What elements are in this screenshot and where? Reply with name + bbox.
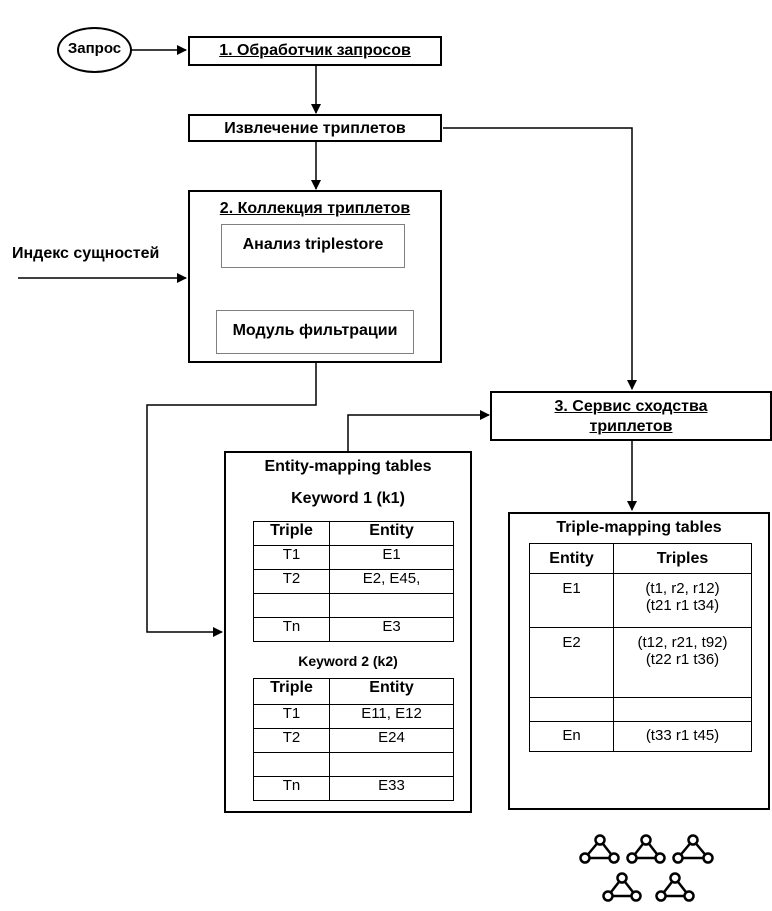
- table-row: T1 E11, E12: [253, 704, 454, 729]
- header-triples: Triples: [613, 543, 752, 574]
- triangle-graph-icon: [655, 872, 695, 902]
- entity-index-label: Индекс сущностей: [12, 245, 160, 262]
- cell-entity: [329, 752, 454, 777]
- filter-module-box: Модуль фильтрации: [216, 310, 414, 354]
- header-triple: Triple: [253, 678, 330, 705]
- triplestore-analysis-label: Анализ triplestore: [242, 236, 384, 253]
- table-row: [529, 697, 752, 722]
- table-row: T1 E1: [253, 545, 454, 570]
- triple-mapping-table: Entity Triples E1 (t1, r2, r12) (t21 r1 …: [529, 543, 752, 752]
- triple-line: (t21 r1 t34): [645, 597, 720, 614]
- cell-triples: (t33 r1 t45): [613, 721, 752, 752]
- cell-triple: [253, 752, 330, 777]
- cell-entity: E2, E45,: [329, 569, 454, 594]
- triple-line: (t12, r21, t92): [637, 634, 728, 651]
- triangle-graph-icon: [672, 834, 714, 864]
- triplet-collection-title: 2. Коллекция триплетов: [219, 200, 411, 217]
- header-triple: Triple: [253, 521, 330, 546]
- cell-entity: E1: [329, 545, 454, 570]
- table-row: Tn E33: [253, 776, 454, 801]
- keyword1-label: Keyword 1 (k1): [291, 490, 405, 507]
- table-row: [253, 593, 454, 618]
- entity-mapping-table-2: Triple Entity T1 E11, E12 T2 E24 Tn E33: [253, 678, 454, 801]
- cell-entity: E3: [329, 617, 454, 642]
- table-row: T2 E24: [253, 728, 454, 753]
- cell-entity: [329, 593, 454, 618]
- table-row: Tn E3: [253, 617, 454, 642]
- triplestore-analysis-box: Анализ triplestore: [221, 224, 405, 268]
- similarity-service-line2: триплетов: [589, 418, 673, 435]
- table-row: E1 (t1, r2, r12) (t21 r1 t34): [529, 573, 752, 628]
- cell-triple: T1: [253, 545, 330, 570]
- triangle-graph-icon: [626, 834, 666, 864]
- cell-entity: E11, E12: [329, 704, 454, 729]
- cell-triple: [253, 593, 330, 618]
- arrow-collection-to-entity-mapping: [146, 362, 317, 637]
- cell-entity: En: [529, 721, 614, 752]
- triplet-extraction-label: Извлечение триплетов: [224, 120, 406, 137]
- entity-mapping-table-1: Triple Entity T1 E1 T2 E2, E45, Tn E3: [253, 521, 454, 642]
- table-row: En (t33 r1 t45): [529, 721, 752, 752]
- cell-triples: (t12, r21, t92) (t22 r1 t36): [613, 627, 752, 698]
- triangle-graph-icon: [579, 834, 620, 864]
- graph-icons: [579, 834, 714, 902]
- cell-triple: Tn: [253, 776, 330, 801]
- triangle-graph-icon: [602, 872, 642, 902]
- filter-module-label: Модуль фильтрации: [232, 322, 398, 339]
- similarity-service-box: 3. Сервис сходства триплетов: [490, 391, 772, 441]
- table-row: [253, 752, 454, 777]
- cell-triple: T2: [253, 569, 330, 594]
- cell-triple: T2: [253, 728, 330, 753]
- cell-triple: T1: [253, 704, 330, 729]
- cell-triples: (t1, r2, r12) (t21 r1 t34): [613, 573, 752, 628]
- triple-line: (t22 r1 t36): [645, 651, 720, 668]
- cell-entity: E1: [529, 573, 614, 628]
- header-entity: Entity: [329, 678, 454, 705]
- header-entity: Entity: [329, 521, 454, 546]
- cell-entity: E33: [329, 776, 454, 801]
- cell-triple: Tn: [253, 617, 330, 642]
- keyword2-label: Keyword 2 (k2): [298, 653, 398, 669]
- request-handler-box: 1. Обработчик запросов: [188, 36, 442, 66]
- query-ellipse: Запрос: [57, 27, 132, 73]
- similarity-service-line1: 3. Сервис сходства: [554, 398, 708, 415]
- header-entity: Entity: [529, 543, 614, 574]
- triple-line: (t1, r2, r12): [645, 580, 720, 597]
- cell-entity: E2: [529, 627, 614, 698]
- table-row: T2 E2, E45,: [253, 569, 454, 594]
- table-row: E2 (t12, r21, t92) (t22 r1 t36): [529, 627, 752, 698]
- query-label: Запрос: [67, 40, 122, 57]
- request-handler-label: 1. Обработчик запросов: [219, 42, 411, 59]
- arrow-extraction-to-similarity: [443, 127, 637, 390]
- entity-mapping-title: Entity-mapping tables: [264, 458, 432, 475]
- triplet-extraction-box: Извлечение триплетов: [188, 114, 442, 142]
- cell-triples: [613, 697, 752, 722]
- arrow-entity-mapping-to-similarity: [347, 410, 490, 451]
- triple-mapping-title: Triple-mapping tables: [556, 519, 722, 536]
- cell-entity: E24: [329, 728, 454, 753]
- cell-entity: [529, 697, 614, 722]
